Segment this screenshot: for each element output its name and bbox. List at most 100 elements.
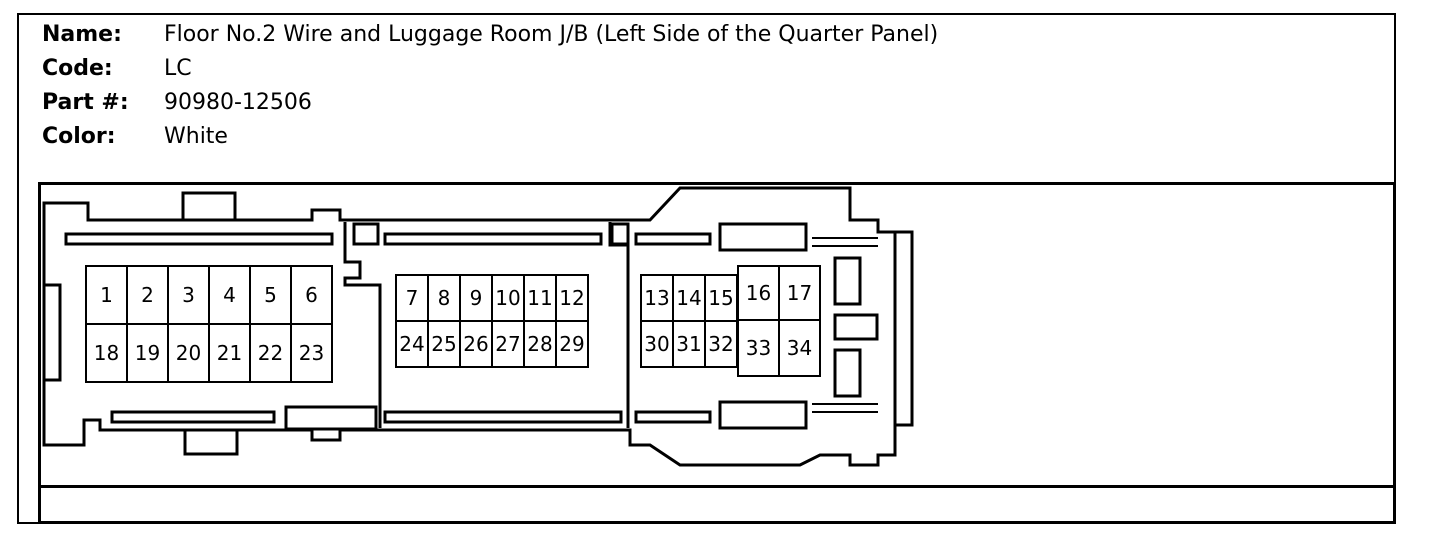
pin-number: 17 (787, 281, 812, 305)
pin-cavity-outline (290, 323, 333, 383)
pin-cavity: 30 (640, 320, 674, 368)
pin-cavity: 29 (555, 320, 589, 368)
pin-cavity: 16 (737, 265, 780, 321)
section-divider-left (343, 222, 382, 428)
pin-cavity: 20 (167, 323, 210, 383)
pin-cavity: 17 (778, 265, 821, 321)
pin-number: 16 (746, 281, 771, 305)
pin-cavity: 24 (395, 320, 429, 368)
pin-number: 27 (495, 332, 520, 356)
pin-cavity: 6 (290, 265, 333, 325)
pin-number: 8 (438, 286, 451, 310)
top-slot-3 (634, 232, 712, 246)
pin-cavity: 32 (704, 320, 738, 368)
pin-cavity: 7 (395, 274, 429, 322)
pin-number: 30 (644, 332, 669, 356)
pin-number: 21 (217, 341, 242, 365)
pin-number: 10 (495, 286, 520, 310)
right-latch-slot-top (833, 256, 862, 306)
pin-number: 23 (299, 341, 324, 365)
pin-cavity: 23 (290, 323, 333, 383)
name-label: Name: (42, 22, 122, 47)
pin-number: 14 (676, 286, 701, 310)
connector-diagram-box (38, 182, 1396, 524)
pin-number: 12 (559, 286, 584, 310)
pin-cavity: 9 (459, 274, 493, 322)
code-label: Code: (42, 56, 113, 81)
pin-cavity: 10 (491, 274, 525, 322)
pin-number: 7 (406, 286, 419, 310)
pin-cavity: 31 (672, 320, 706, 368)
pin-number: 4 (223, 283, 236, 307)
pin-number: 9 (470, 286, 483, 310)
pin-number: 33 (746, 336, 771, 360)
pin-number: 1 (100, 283, 113, 307)
pin-cavity: 3 (167, 265, 210, 325)
part-value: 90980-12506 (164, 90, 312, 115)
pin-number: 15 (708, 286, 733, 310)
pin-cavity: 1 (85, 265, 128, 325)
bottom-slot-4 (634, 410, 712, 424)
left-latch (44, 283, 62, 382)
bottom-slot-1 (110, 410, 276, 424)
pin-cavity: 4 (208, 265, 251, 325)
pin-number: 25 (431, 332, 456, 356)
pin-cavity-outline (555, 320, 589, 368)
pin-cavity: 15 (704, 274, 738, 322)
divider-line (41, 485, 1393, 488)
pin-cavity: 22 (249, 323, 292, 383)
top-slot-2 (383, 232, 603, 246)
pin-cavity: 25 (427, 320, 461, 368)
pin-number: 26 (463, 332, 488, 356)
pin-cavity: 12 (555, 274, 589, 322)
color-label: Color: (42, 124, 116, 149)
right-latch-slot-bottom (833, 348, 862, 398)
pin-number: 6 (305, 283, 318, 307)
pin-cavity: 11 (523, 274, 557, 322)
pin-cavity: 2 (126, 265, 169, 325)
pin-cavity: 28 (523, 320, 557, 368)
pin-number: 34 (787, 336, 812, 360)
part-label: Part #: (42, 90, 129, 115)
pin-number: 20 (176, 341, 201, 365)
top-slot-1 (64, 232, 334, 246)
pin-number: 3 (182, 283, 195, 307)
pin-cavity: 33 (737, 319, 780, 377)
code-value: LC (164, 56, 192, 81)
pin-cavity: 19 (126, 323, 169, 383)
connector-housing-outline (42, 186, 897, 467)
pin-cavity: 21 (208, 323, 251, 383)
pin-number: 19 (135, 341, 160, 365)
top-slot-4 (718, 222, 808, 252)
pin-cavity: 14 (672, 274, 706, 322)
section-divider-right (608, 222, 630, 428)
color-value: White (164, 124, 228, 149)
right-latch-slot-mid (833, 313, 879, 341)
pin-cavity: 8 (427, 274, 461, 322)
pin-number: 28 (527, 332, 552, 356)
pin-number: 11 (527, 286, 552, 310)
name-value: Floor No.2 Wire and Luggage Room J/B (Le… (164, 22, 939, 47)
pin-cavity: 27 (491, 320, 525, 368)
pin-number: 5 (264, 283, 277, 307)
pin-cavity: 5 (249, 265, 292, 325)
pin-number: 32 (708, 332, 733, 356)
pin-cavity: 26 (459, 320, 493, 368)
top-small-square-2 (610, 222, 630, 246)
right-latch-arms (812, 237, 878, 413)
pin-number: 22 (258, 341, 283, 365)
pin-cavity: 18 (85, 323, 128, 383)
pin-number: 31 (676, 332, 701, 356)
pin-number: 13 (644, 286, 669, 310)
pin-cavity-outline (778, 319, 821, 377)
pin-cavity: 13 (640, 274, 674, 322)
right-latch (895, 230, 914, 427)
top-tab (181, 191, 237, 222)
top-small-square-1 (352, 222, 380, 246)
bottom-slot-2 (284, 405, 378, 431)
pin-number: 29 (559, 332, 584, 356)
pin-cavity: 34 (778, 319, 821, 377)
pin-number: 2 (141, 283, 154, 307)
bottom-slot-3 (383, 410, 623, 424)
